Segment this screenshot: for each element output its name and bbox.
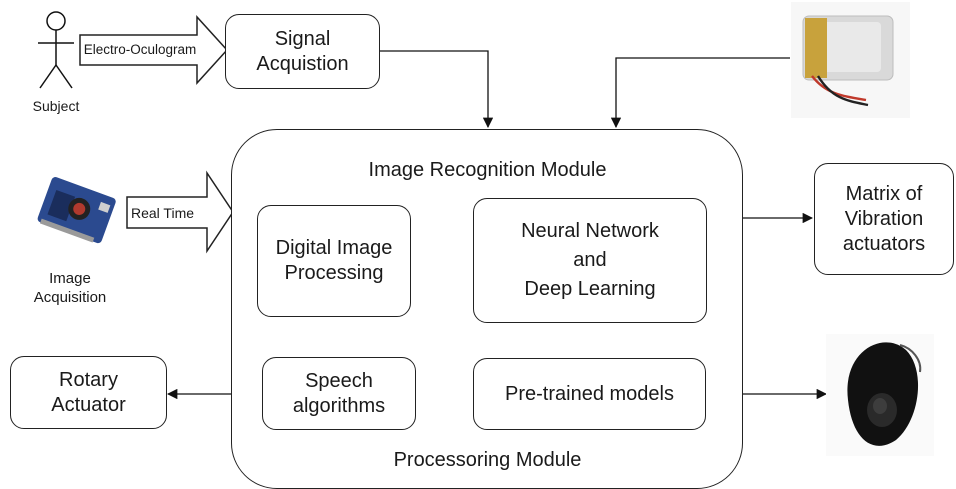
neural-network-box: Neural Network and Deep Learning	[473, 198, 707, 323]
subject-label: Subject	[32, 98, 80, 114]
bluetooth-earpiece-icon	[826, 334, 934, 456]
speech-algorithms-box: Speech algorithms	[262, 357, 416, 430]
rotary-actuator-box: Rotary Actuator	[10, 356, 167, 429]
realtime-hollow-arrow	[126, 170, 234, 254]
stick-figure-icon	[38, 11, 74, 89]
eog-label: Electro-Oculogram	[83, 42, 197, 57]
vibration-actuators-box: Matrix of Vibration actuators	[814, 163, 954, 275]
digital-image-processing-box: Digital Image Processing	[257, 205, 411, 317]
eog-hollow-arrow	[79, 15, 229, 85]
connector-layer	[37, 2, 934, 456]
image-recognition-module-title: Image Recognition Module	[368, 159, 607, 181]
camera-module-icon	[37, 177, 116, 244]
processing-module-title: Processoring Module	[393, 449, 582, 471]
signal-to-module-line	[380, 50, 494, 129]
image-acquisition-label: Image Acquisition	[33, 270, 107, 306]
pretrained-models-box: Pre-trained models	[473, 358, 706, 430]
realtime-label: Real Time	[131, 205, 195, 221]
battery-icon	[791, 2, 910, 118]
signal-acquisition-box: Signal Acquistion	[225, 14, 380, 89]
battery-to-module-line	[610, 57, 790, 129]
